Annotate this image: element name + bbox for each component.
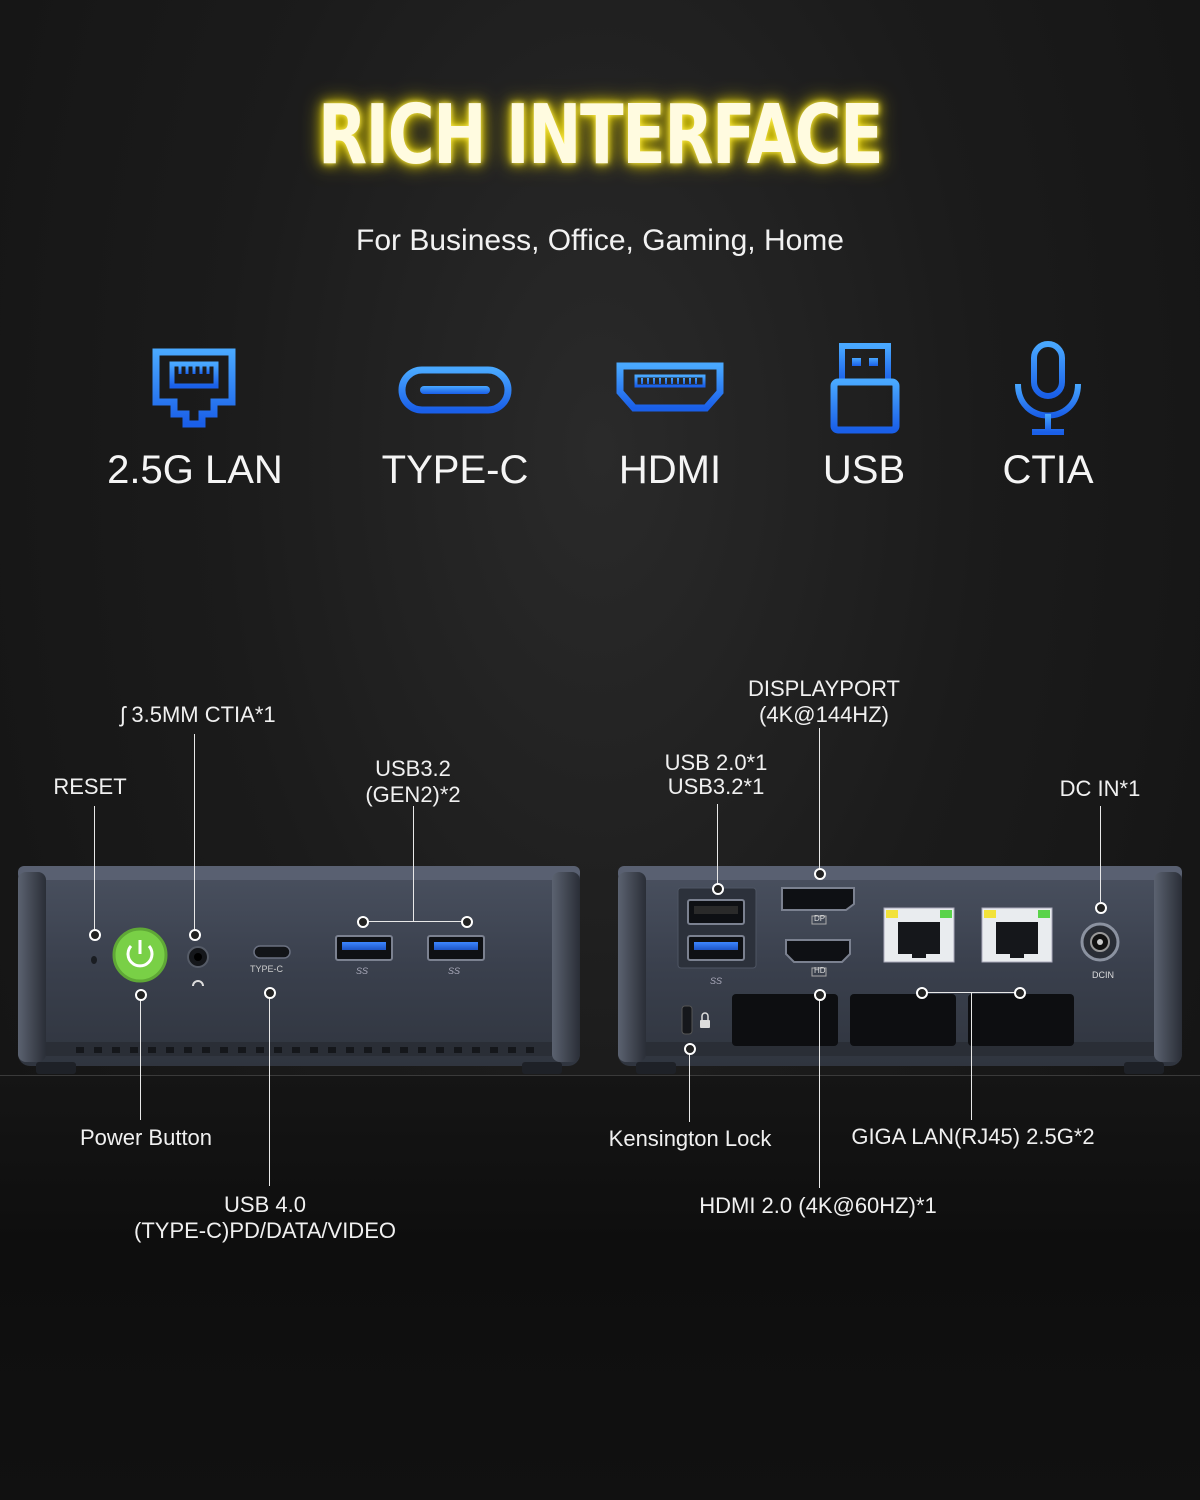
leader-power	[140, 996, 141, 1120]
display-shelf	[0, 1075, 1200, 1500]
dot-dcin	[1095, 902, 1107, 914]
label-usb32-line2: (GEN2)*2	[365, 782, 461, 807]
dot-usb32-2	[461, 916, 473, 928]
dot-usb4	[264, 987, 276, 999]
feature-label-lan: 2.5G LAN	[107, 448, 283, 492]
dcin-port-text: DCIN	[1092, 970, 1114, 980]
label-usb-rear-line1: USB 2.0*1	[664, 750, 768, 775]
dot-dp	[814, 868, 826, 880]
dot-kensington	[684, 1043, 696, 1055]
leader-hdmi	[819, 996, 820, 1188]
rear-usb-ss-text: SS	[710, 976, 723, 986]
leader-usb32-v	[413, 806, 414, 922]
type-c-port-icon	[398, 366, 512, 414]
label-dp-line1: DISPLAYPORT	[747, 676, 900, 701]
label-hdmi: HDMI 2.0 (4K@60HZ)*1	[699, 1193, 937, 1218]
hd-port-text: HD	[814, 966, 826, 975]
usb-ss-text-2: SS	[448, 966, 461, 976]
label-dp-line2: (4K@144HZ)	[759, 702, 889, 727]
ethernet-port-icon	[152, 348, 236, 428]
label-giga-lan: GIGA LAN(RJ45) 2.5G*2	[851, 1124, 1095, 1149]
dot-usb32-1	[357, 916, 369, 928]
label-power-button: Power Button	[79, 1125, 213, 1150]
dot-power	[135, 989, 147, 1001]
leader-usb32-h	[363, 921, 467, 922]
page-subtitle: For Business, Office, Gaming, Home	[356, 224, 844, 257]
dot-usb-rear	[712, 883, 724, 895]
feature-label-usb: USB	[822, 448, 906, 492]
leader-usb-rear	[717, 804, 718, 886]
dot-lan-1	[916, 987, 928, 999]
type-c-port-text: TYPE-C	[250, 964, 284, 974]
leader-kensington	[689, 1050, 690, 1122]
label-kensington: Kensington Lock	[608, 1126, 772, 1151]
hdmi-port-icon	[616, 362, 724, 412]
dp-port-text: DP	[814, 914, 826, 923]
feature-label-type-c: TYPE-C	[381, 448, 529, 492]
dot-lan-2	[1014, 987, 1026, 999]
label-reset: RESET	[53, 774, 127, 799]
microphone-icon	[1015, 341, 1081, 435]
leader-dcin	[1100, 806, 1101, 902]
usb-ss-text-1: SS	[356, 966, 369, 976]
usb-plug-icon	[830, 343, 900, 434]
dot-ctia	[189, 929, 201, 941]
label-usb4-line2: (TYPE-C)PD/DATA/VIDEO	[134, 1218, 396, 1243]
dot-hdmi	[814, 989, 826, 1001]
leader-reset	[94, 806, 95, 930]
feature-label-ctia: CTIA	[1002, 448, 1094, 492]
mini-pc-rear-panel	[618, 866, 1182, 1074]
leader-usb4	[269, 996, 270, 1186]
label-usb-rear-line2: USB3.2*1	[667, 774, 765, 799]
feature-label-hdmi: HDMI	[618, 448, 722, 492]
label-dcin: DC IN*1	[1059, 776, 1141, 801]
leader-dp	[819, 728, 820, 870]
leader-ctia	[194, 734, 195, 930]
leader-lan-v	[971, 992, 972, 1120]
label-usb32-line1: USB3.2	[375, 756, 451, 781]
label-usb4-line1: USB 4.0	[224, 1192, 306, 1217]
label-ctia: ʃ 3.5MM CTIA*1	[120, 702, 276, 727]
page-title: RICH INTERFACE	[317, 88, 884, 183]
dot-reset	[89, 929, 101, 941]
mini-pc-front-panel	[18, 866, 580, 1074]
